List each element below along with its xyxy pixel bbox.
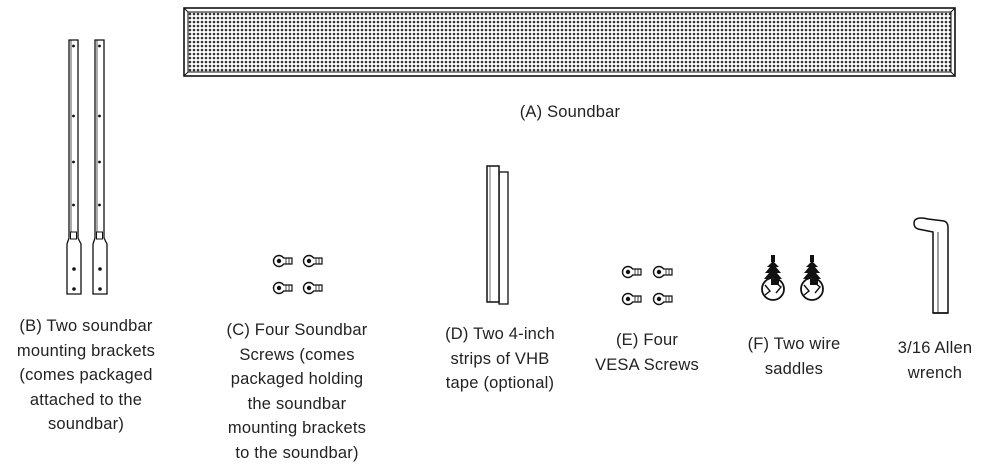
vesa-screws-label: (E) Four VESA Screws bbox=[595, 331, 699, 374]
soundbar-screws-drawing bbox=[272, 254, 323, 295]
brackets-label: (B) Two soundbar mounting brackets (come… bbox=[16, 317, 156, 433]
bracket-left-drawing bbox=[66, 39, 82, 295]
allen-wrench-label: 3/16 Allen wrench bbox=[897, 339, 973, 382]
wire-saddles-drawing bbox=[761, 254, 824, 301]
vesa-screws-drawing bbox=[621, 265, 673, 306]
allen-wrench-drawing bbox=[913, 217, 949, 314]
soundbar-label: (A) Soundbar bbox=[519, 103, 621, 121]
soundbar-screws-label: (C) Four Soundbar Screws (comes packaged… bbox=[226, 321, 368, 462]
bracket-right-drawing bbox=[92, 39, 108, 295]
wire-saddles-label: (F) Two wire saddles bbox=[747, 335, 841, 378]
vhb-tape-label: (D) Two 4-inch strips of VHB tape (optio… bbox=[445, 325, 555, 392]
soundbar-drawing bbox=[183, 7, 956, 77]
vhb-tape-drawing bbox=[486, 165, 509, 305]
